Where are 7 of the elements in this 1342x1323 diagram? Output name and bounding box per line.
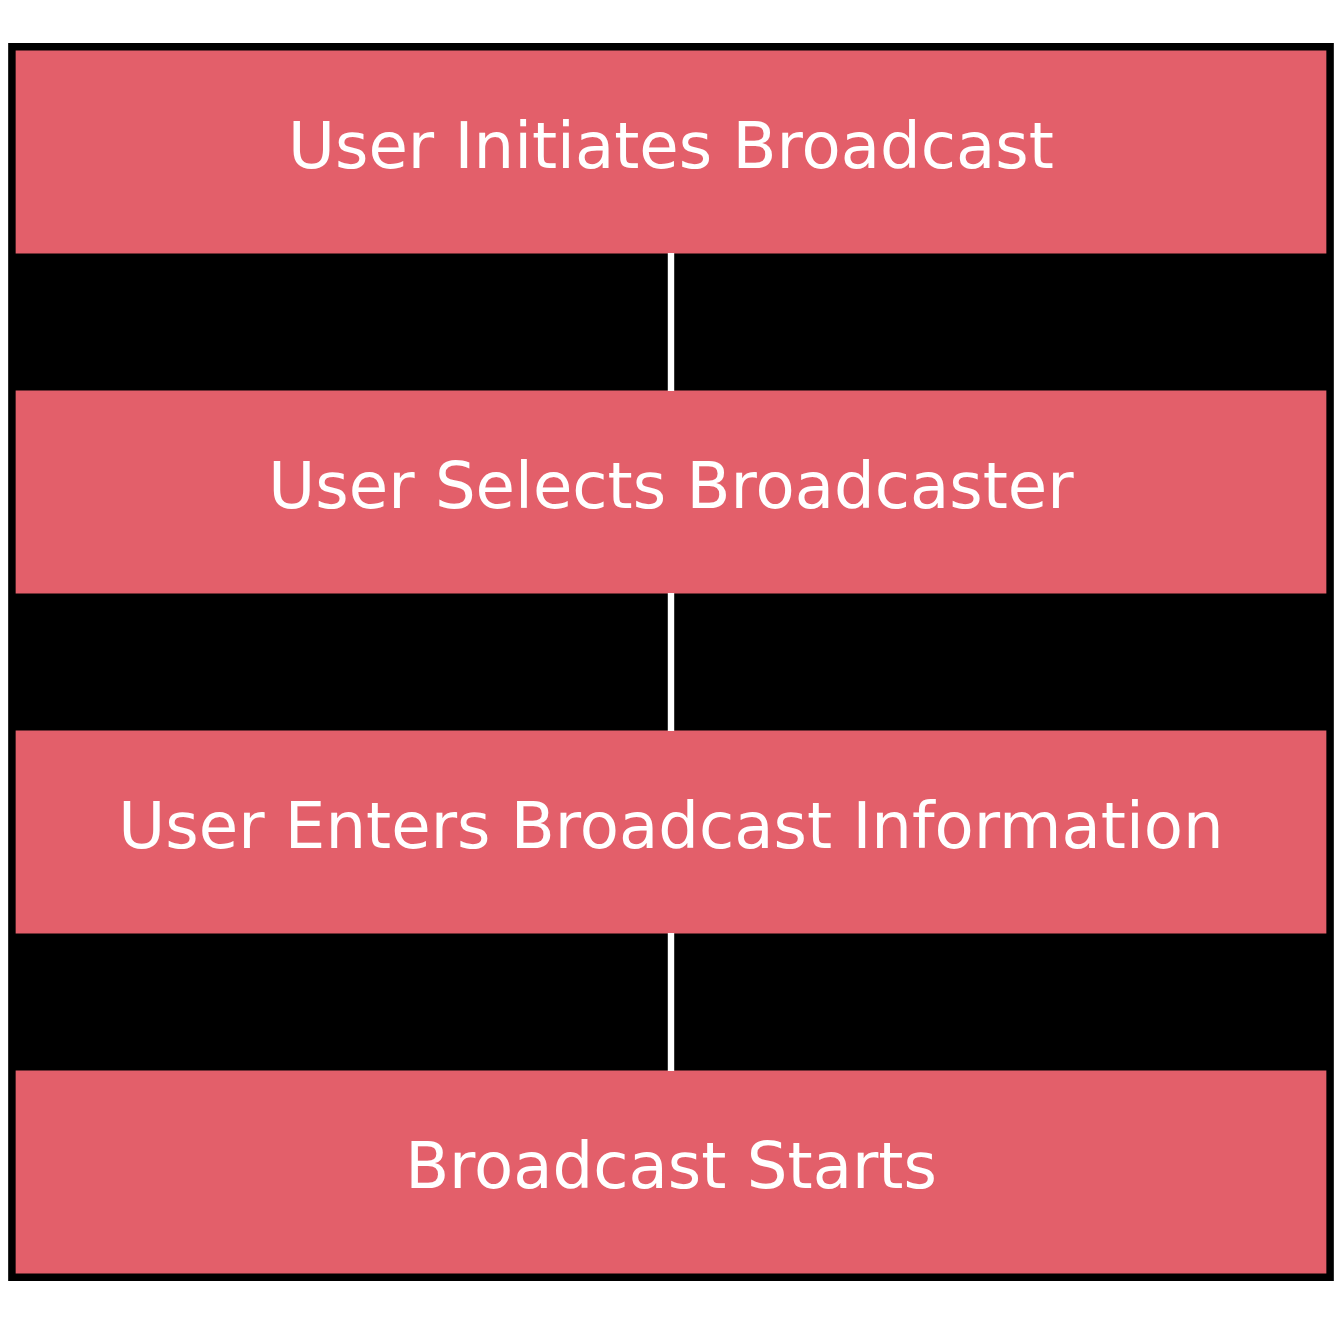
connector bbox=[667, 252, 675, 391]
connector bbox=[667, 592, 675, 731]
node-box: User Selects Broadcaster bbox=[15, 389, 1327, 594]
node-box: User Enters Broadcast Information bbox=[15, 729, 1327, 934]
node-box: User Initiates Broadcast bbox=[15, 50, 1327, 254]
connector bbox=[667, 932, 675, 1071]
node-box: Broadcast Starts bbox=[15, 1069, 1327, 1273]
